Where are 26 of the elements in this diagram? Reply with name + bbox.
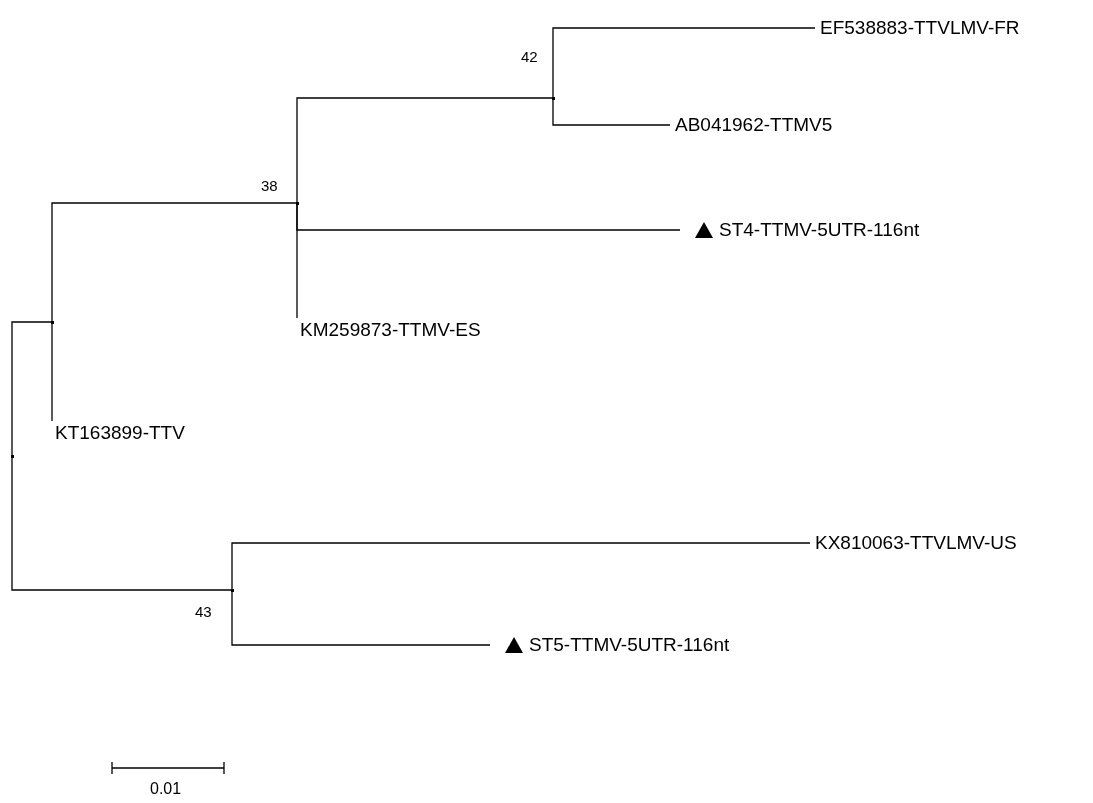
taxon-label: KT163899-TTV (55, 421, 185, 445)
bootstrap-value: 42 (521, 48, 538, 66)
branch-node (552, 97, 555, 100)
branch-node (51, 321, 54, 324)
branch-line (552, 27, 816, 99)
branch-line (11, 321, 53, 457)
branch-line (296, 202, 298, 319)
taxon-label: ST5-TTMV-5UTR-116nt (529, 633, 730, 657)
bootstrap-value: 43 (195, 603, 212, 621)
taxon-label: ST4-TTMV-5UTR-116nt (719, 218, 920, 242)
branch-node (11, 455, 14, 458)
taxon-label: AB041962-TTMV5 (675, 113, 833, 137)
branch-line (51, 202, 298, 323)
branch-line (552, 97, 671, 126)
branch-node (296, 202, 299, 205)
taxon-label: KM259873-TTMV-ES (300, 318, 481, 342)
scale-label: 0.01 (150, 780, 182, 798)
branch-line (51, 321, 53, 422)
branch-line (231, 589, 491, 646)
bootstrap-value: 38 (261, 177, 278, 195)
branch-line (231, 542, 811, 591)
branch-node (231, 589, 234, 592)
taxon-label: KX810063-TTVLMV-US (815, 531, 1017, 555)
branch-line (296, 97, 554, 204)
taxon-label: EF538883-TTVLMV-FR (820, 16, 1020, 40)
branch-line (11, 455, 233, 591)
